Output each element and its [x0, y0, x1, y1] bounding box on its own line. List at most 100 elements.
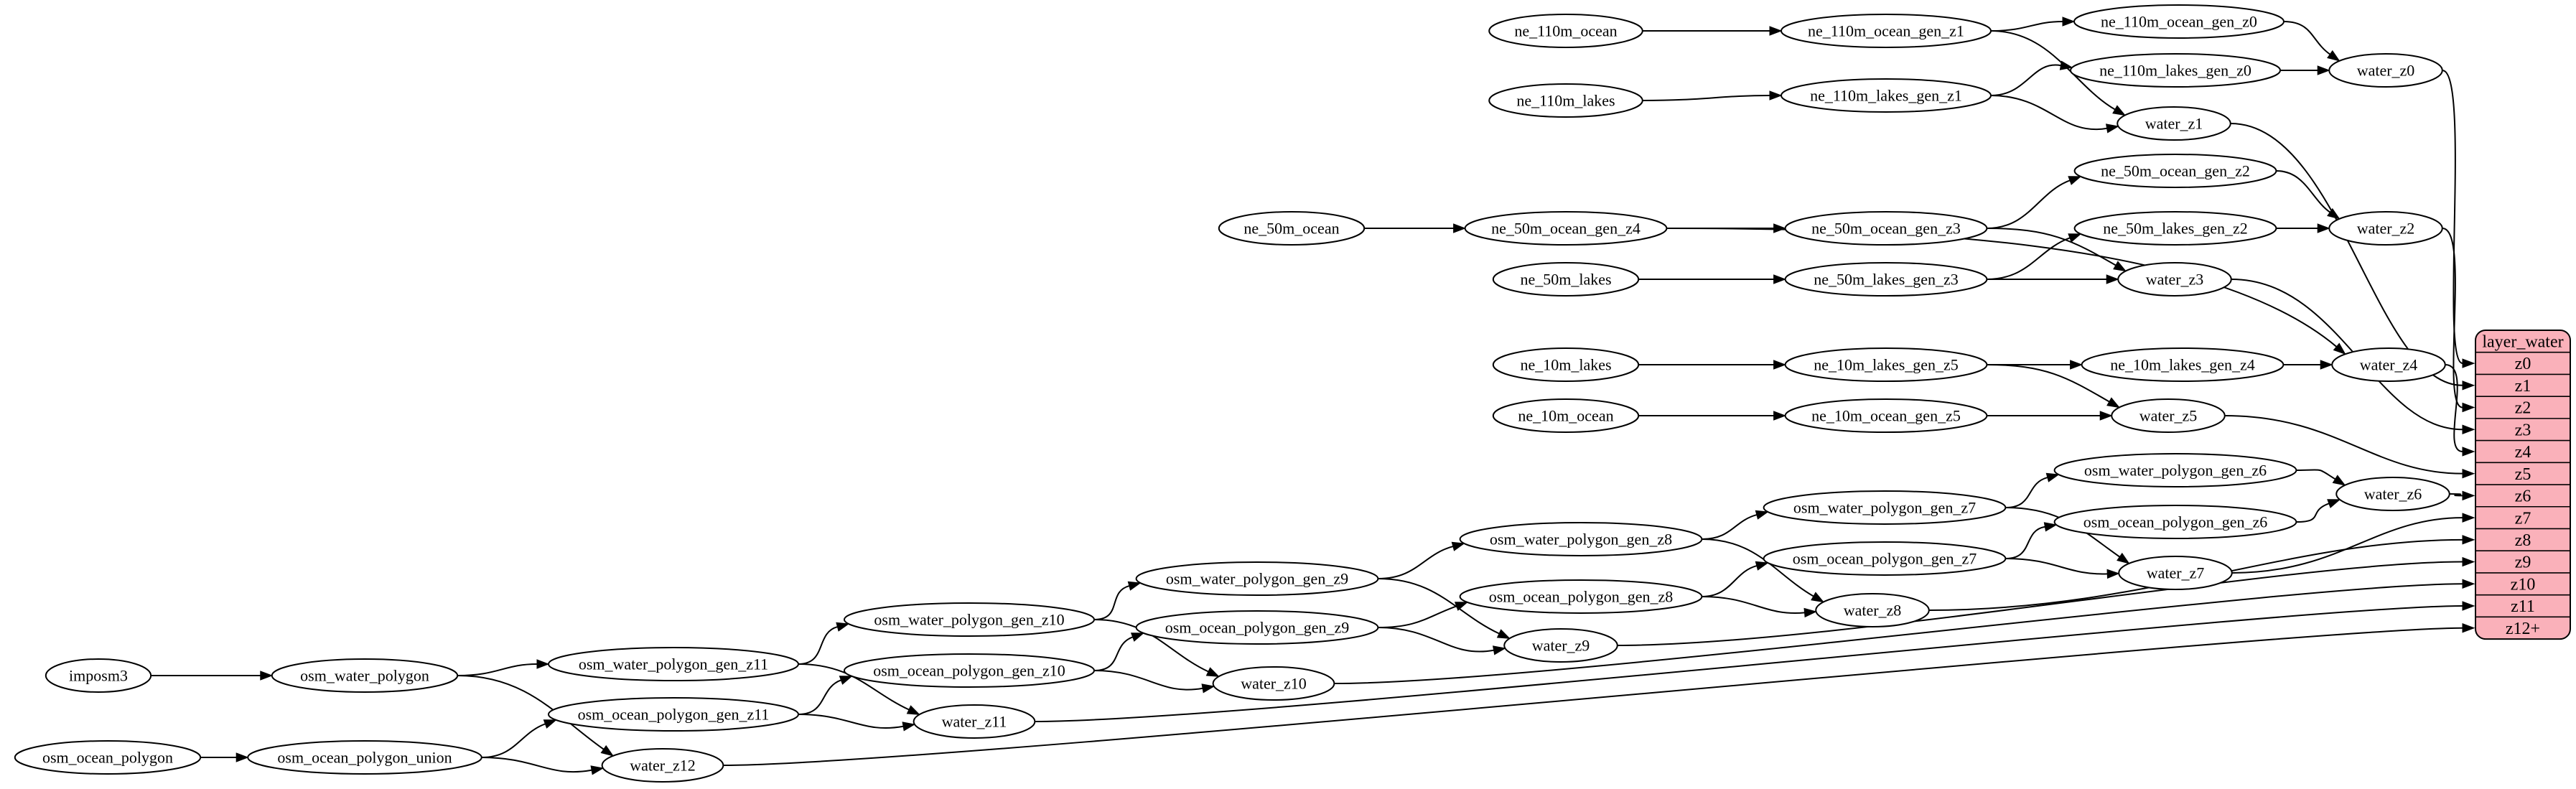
arrowhead-ne_110m_ocean_gen_z0-to-water_z0 [2327, 50, 2341, 62]
edge-osm_ocean_polygon_gen_z9-to-osm_ocean_polygon_gen_z8 [1378, 605, 1457, 628]
table-row-z4: z4 [2515, 443, 2531, 462]
arrowhead-osm_ocean_polygon-to-osm_ocean_polygon_union [235, 752, 249, 762]
node-label-osm_water_polygon_gen_z10: osm_water_polygon_gen_z10 [874, 610, 1064, 628]
node-ellipse-osm_ocean_polygon_gen_z9 [1135, 610, 1379, 645]
node-label-osm_ocean_polygon_gen_z9: osm_ocean_polygon_gen_z9 [1165, 618, 1350, 636]
edge-ne_50m_ocean_gen_z3-to-ne_50m_ocean_gen_z2 [1987, 179, 2071, 229]
node-water_z0: water_z0 [2328, 53, 2443, 88]
node-osm_ocean_polygon_gen_z6: osm_ocean_polygon_gen_z6 [2053, 505, 2297, 539]
node-label-ne_110m_ocean_gen_z1: ne_110m_ocean_gen_z1 [1808, 22, 1964, 39]
node-ellipse-ne_10m_ocean [1492, 398, 1640, 433]
arrowhead-osm_water_polygon_gen_z7-to-osm_water_polygon_gen_z6 [2045, 472, 2060, 482]
node-label-ne_10m_lakes_gen_z4: ne_10m_lakes_gen_z4 [2110, 355, 2255, 373]
edge-osm_water_polygon_gen_z11-to-osm_water_polygon_gen_z10 [798, 626, 838, 665]
node-ne_50m_lakes_gen_z2: ne_50m_lakes_gen_z2 [2073, 211, 2277, 246]
node-ellipse-water_z11 [913, 704, 1036, 739]
edge-ne_110m_ocean_gen_z0-to-water_z0 [2283, 21, 2330, 55]
node-ne_110m_ocean: ne_110m_ocean [1488, 14, 1643, 48]
arrowhead-osm_ocean_polygon_gen_z11-to-water_z11 [902, 722, 916, 732]
edge-osm_ocean_polygon_gen_z7-to-osm_ocean_polygon_gen_z6 [2005, 526, 2045, 559]
node-ellipse-ne_110m_lakes [1488, 83, 1643, 118]
node-ellipse-ne_50m_ocean_gen_z2 [2073, 154, 2277, 188]
edge-water_z9-to-z9 [1617, 561, 2463, 646]
edge-ne_110m_lakes_gen_z1-to-ne_110m_lakes_gen_z0 [1990, 64, 2061, 96]
node-label-ne_110m_ocean: ne_110m_ocean [1514, 22, 1617, 39]
arrowhead-osm_ocean_polygon_union-to-osm_ocean_polygon_gen_z11 [543, 719, 557, 729]
table-row-z7: z7 [2515, 509, 2531, 528]
arrowhead-ne_50m_lakes_gen_z2-to-water_z2 [2317, 223, 2330, 233]
table-row-z2: z2 [2515, 399, 2531, 418]
arrowhead-osm_water_polygon-to-water_z12 [600, 744, 615, 757]
node-label-ne_50m_ocean_gen_z4: ne_50m_ocean_gen_z4 [1491, 219, 1641, 237]
node-water_z6: water_z6 [2335, 477, 2450, 511]
arrowhead-osm_water_polygon_gen_z8-to-water_z8 [1811, 592, 1824, 603]
node-label-osm_water_polygon_gen_z8: osm_water_polygon_gen_z8 [1490, 530, 1672, 548]
table-row-z8: z8 [2515, 531, 2531, 550]
node-ellipse-water_z1 [2117, 106, 2231, 141]
arrowhead-water_z12-to-z12+ [2462, 622, 2475, 633]
node-ne_10m_lakes_gen_z4: ne_10m_lakes_gen_z4 [2081, 347, 2285, 382]
node-ellipse-osm_ocean_polygon [14, 740, 202, 775]
arrowhead-osm_ocean_polygon_gen_z10-to-water_z10 [1201, 683, 1215, 694]
edge-water_z6-to-z6 [2449, 493, 2463, 497]
node-ellipse-ne_110m_lakes_gen_z1 [1781, 78, 1992, 113]
edge-osm_ocean_polygon_gen_z7-to-water_z7 [2005, 558, 2108, 575]
arrowhead-ne_50m_ocean_gen_z3-to-water_z3 [2113, 261, 2127, 272]
node-label-ne_10m_lakes: ne_10m_lakes [1520, 355, 1611, 373]
arrowhead-water_z4-to-z4 [2462, 447, 2475, 457]
node-ellipse-osm_ocean_polygon_gen_z7 [1763, 541, 2007, 576]
edge-water_z5-to-z5 [2224, 415, 2463, 475]
node-label-osm_ocean_polygon_gen_z10: osm_ocean_polygon_gen_z10 [873, 661, 1065, 679]
arrowhead-osm_water_polygon_gen_z10-to-osm_water_polygon_gen_z9 [1127, 581, 1142, 591]
arrowhead-ne_110m_ocean_gen_z1-to-water_z1 [2112, 105, 2126, 116]
arrowhead-osm_water_polygon_gen_z8-to-osm_water_polygon_gen_z7 [1755, 510, 1769, 520]
arrowhead-ne_50m_ocean_gen_z4-to-water_z4 [2333, 342, 2346, 355]
edge-osm_ocean_polygon_gen_z9-to-water_z9 [1378, 627, 1494, 653]
node-label-osm_ocean_polygon_union: osm_ocean_polygon_union [277, 748, 452, 766]
edge-osm_water_polygon_gen_z9-to-water_z9 [1378, 578, 1500, 635]
node-ellipse-ne_50m_lakes [1492, 262, 1640, 297]
node-ellipse-osm_ocean_polygon_gen_z10 [844, 653, 1095, 688]
arrowhead-ne_50m_ocean_gen_z4-to-ne_50m_ocean_gen_z3 [1773, 223, 1787, 233]
arrowhead-ne_50m_lakes-to-ne_50m_lakes_gen_z3 [1773, 274, 1787, 284]
node-ne_50m_ocean: ne_50m_ocean [1218, 211, 1366, 246]
edge-ne_110m_ocean_gen_z1-to-water_z1 [1990, 30, 2116, 111]
arrowhead-water_z7-to-z7 [2462, 513, 2475, 523]
edge-osm_water_polygon-to-water_z12 [457, 675, 605, 750]
arrowhead-osm_ocean_polygon_gen_z9-to-water_z9 [1492, 645, 1506, 655]
node-ellipse-ne_110m_ocean_gen_z1 [1781, 14, 1992, 48]
node-water_z9: water_z9 [1503, 628, 1618, 663]
node-label-osm_water_polygon_gen_z7: osm_water_polygon_gen_z7 [1793, 498, 1976, 516]
arrowhead-water_z5-to-z5 [2462, 468, 2475, 479]
arrowhead-imposm3-to-osm_water_polygon [260, 671, 274, 681]
table-row-z12+: z12+ [2506, 620, 2540, 638]
node-osm_ocean_polygon_union: osm_ocean_polygon_union [247, 740, 482, 775]
node-osm_ocean_polygon_gen_z11: osm_ocean_polygon_gen_z11 [548, 697, 799, 732]
edge-water_z2-to-z2 [2442, 228, 2463, 408]
edge-osm_water_polygon-to-osm_water_polygon_gen_z11 [457, 663, 538, 676]
edge-osm_water_polygon_gen_z10-to-water_z10 [1093, 619, 1209, 673]
table-row-z6: z6 [2515, 487, 2531, 506]
arrowhead-osm_ocean_polygon_gen_z6-to-water_z6 [2327, 499, 2341, 508]
arrowhead-osm_ocean_polygon_gen_z9-to-osm_ocean_polygon_gen_z8 [1454, 602, 1469, 611]
edges [151, 17, 2475, 775]
edge-water_z12-to-z12+ [723, 627, 2463, 766]
edge-osm_water_polygon_gen_z10-to-osm_water_polygon_gen_z9 [1093, 585, 1130, 620]
edge-water_z10-to-z10 [1334, 583, 2463, 684]
node-label-ne_110m_lakes_gen_z1: ne_110m_lakes_gen_z1 [1810, 86, 1962, 104]
arrowhead-ne_50m_ocean_gen_z2-to-water_z2 [2327, 207, 2341, 220]
arrowhead-water_z10-to-z10 [2462, 579, 2475, 589]
node-label-ne_50m_lakes: ne_50m_lakes [1520, 270, 1611, 288]
edge-ne_50m_ocean_gen_z3-to-water_z3 [1987, 228, 2117, 266]
arrowhead-ne_50m_lakes_gen_z3-to-water_z3 [2106, 274, 2119, 284]
node-water_z2: water_z2 [2328, 211, 2443, 246]
arrowhead-ne_10m_ocean_gen_z5-to-water_z5 [2099, 411, 2113, 421]
node-water_z7: water_z7 [2118, 556, 2233, 590]
node-label-water_z1: water_z1 [2145, 114, 2203, 132]
node-ellipse-imposm3 [45, 658, 152, 693]
node-label-osm_water_polygon_gen_z6: osm_water_polygon_gen_z6 [2084, 461, 2267, 479]
arrowhead-osm_water_polygon-to-osm_water_polygon_gen_z11 [536, 659, 550, 669]
arrowhead-water_z0-to-z0 [2462, 358, 2475, 368]
node-ellipse-water_z7 [2118, 556, 2233, 590]
node-label-ne_110m_ocean_gen_z0: ne_110m_ocean_gen_z0 [2101, 12, 2257, 30]
